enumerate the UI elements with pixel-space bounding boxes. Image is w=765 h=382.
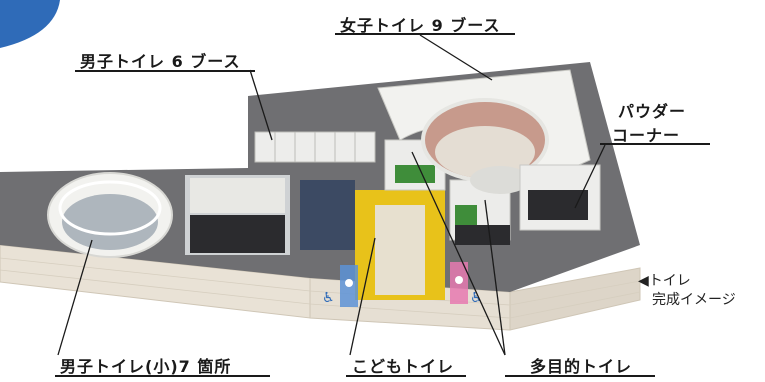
leader-womens-booth (419, 34, 493, 81)
caption-line2: 完成イメージ (652, 292, 736, 308)
brick-wall-right (509, 267, 641, 331)
leader-mens-urinals (57, 239, 93, 356)
label-womens-toilet: 女子トイレ 9 ブース (340, 16, 501, 35)
rule-multipurpose-toilet (505, 375, 655, 377)
label-mens-urinals: 男子トイレ(小)7 箇所 (60, 357, 232, 376)
leader-multipurpose-a (411, 151, 506, 356)
label-kids-toilet: こどもトイレ (352, 357, 455, 376)
label-powder-corner-1: パウダー (618, 102, 687, 121)
wheelchair-icon: ♿ (470, 290, 483, 306)
leader-kids-toilet (349, 237, 376, 356)
label-multipurpose-toilet: 多目的トイレ (530, 357, 633, 376)
leader-multipurpose-b (484, 199, 506, 356)
leader-powder-corner (574, 144, 606, 209)
blue-corner-decoration (0, 0, 60, 48)
leader-mens-booth (249, 69, 273, 141)
rule-womens-toilet (335, 33, 515, 35)
caption-line1: トイレ (648, 273, 691, 289)
female-sign-icon (455, 276, 463, 284)
rule-powder-corner (600, 143, 710, 145)
rule-mens-urinals (55, 375, 270, 377)
image-caption: ◀トイレ 完成イメージ (638, 272, 736, 310)
label-powder-corner-2: コーナー (612, 126, 681, 145)
label-mens-toilet: 男子トイレ 6 ブース (80, 52, 241, 71)
caption-arrow-icon: ◀ (638, 273, 649, 289)
rule-kids-toilet (346, 375, 466, 377)
rule-mens-toilet (75, 70, 255, 72)
wheelchair-icon: ♿ (322, 290, 335, 306)
male-sign-icon (345, 279, 353, 287)
